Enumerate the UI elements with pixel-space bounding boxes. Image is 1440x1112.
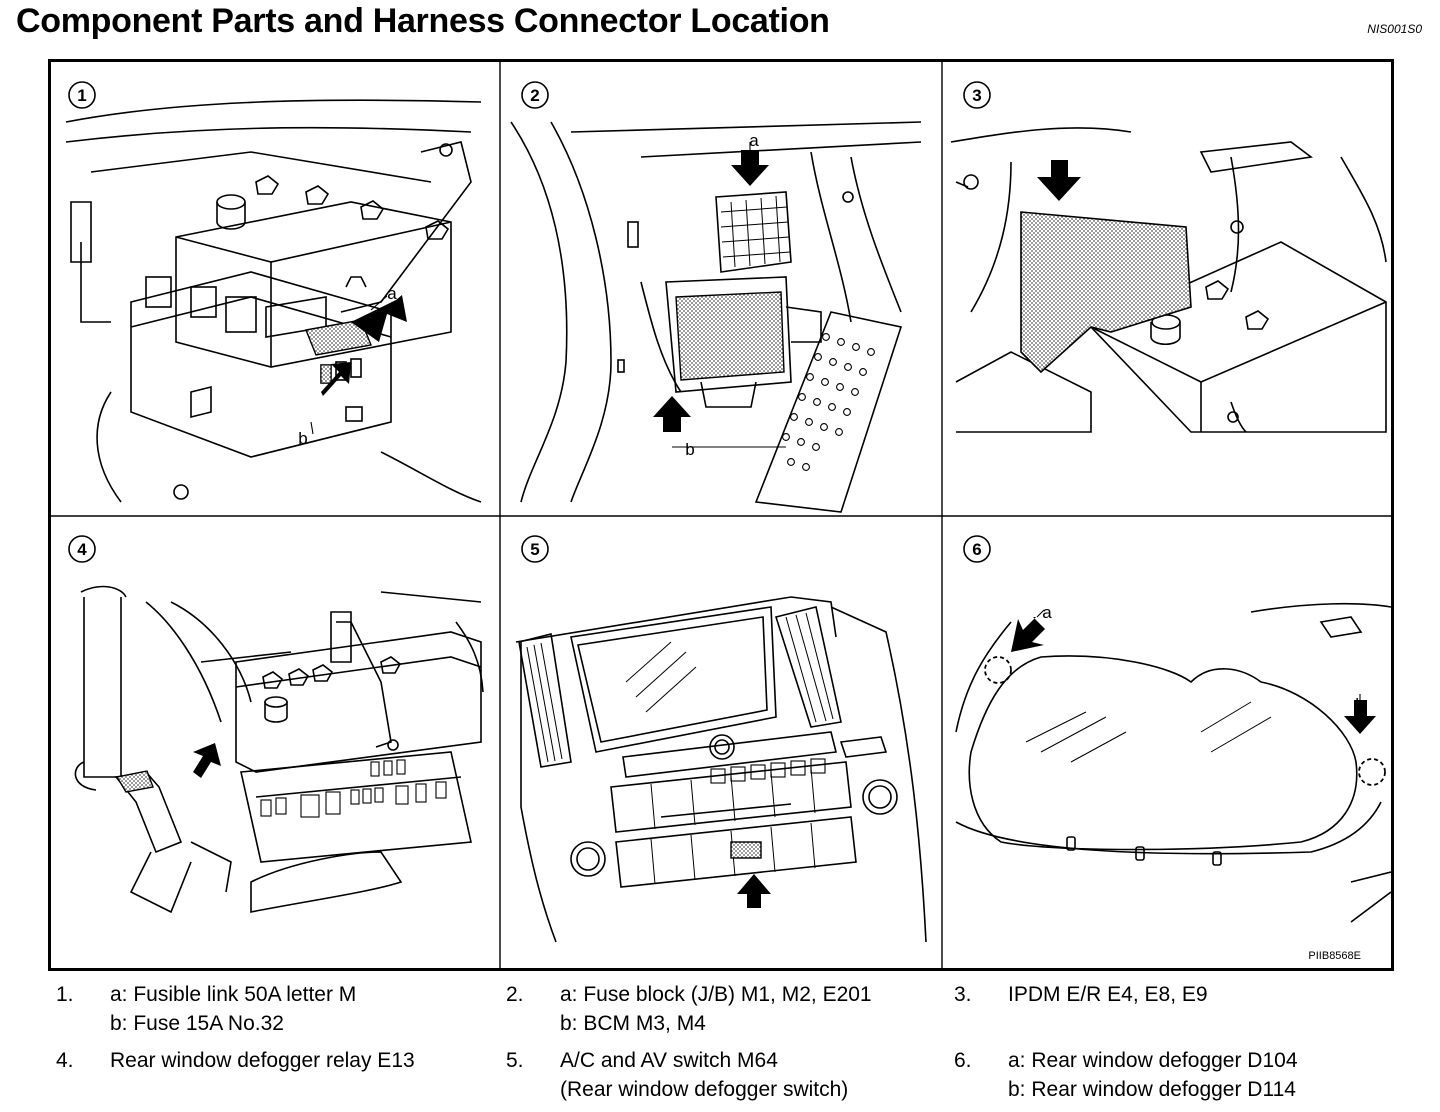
panel-3-drawing <box>950 81 1387 433</box>
panel-2-callout-b: b <box>685 440 694 459</box>
legend-line: IPDM E/R E4, E8, E9 <box>1008 983 1208 1006</box>
panel-6-number: 6 <box>972 540 981 559</box>
panel-5-number: 5 <box>530 540 539 559</box>
legend-text: IPDM E/R E4, E8, E9 <box>1008 980 1208 1009</box>
figure-code: PIIB8568E <box>1308 950 1361 962</box>
panel-5-switch-highlight <box>730 841 762 859</box>
panel-6-callout-b: b <box>1355 695 1364 714</box>
legend-text: Rear window defogger relay E13 <box>110 1046 415 1075</box>
document-code: NIS001S0 <box>1367 22 1422 36</box>
legend-line: A/C and AV switch M64 <box>560 1049 778 1072</box>
legend-number: 1. <box>56 983 74 1006</box>
legend-number: 4. <box>56 1049 74 1072</box>
legend: 1. a: Fusible link 50A letter M b: Fuse … <box>0 978 1440 1112</box>
panel-1-callout-b: b <box>298 429 307 448</box>
legend-number: 3. <box>954 983 972 1006</box>
panel-3-ipdm-highlight <box>1020 211 1192 374</box>
legend-line: Rear window defogger relay E13 <box>110 1049 415 1072</box>
legend-line: a: Fuse block (J/B) M1, M2, E201 <box>560 983 872 1006</box>
panel-5-drawing <box>515 535 927 943</box>
legend-text: a: Fuse block (J/B) M1, M2, E201 b: BCM … <box>560 980 872 1038</box>
panel-1-fuse-highlight <box>305 319 372 384</box>
panel-1-drawing <box>65 81 482 503</box>
legend-text: A/C and AV switch M64 (Rear window defog… <box>560 1046 848 1104</box>
legend-line: a: Fusible link 50A letter M <box>110 983 357 1006</box>
legend-number: 5. <box>506 1049 524 1072</box>
callout-arrows <box>193 150 1376 908</box>
panel-2-drawing <box>510 81 922 513</box>
connector-a-marker <box>984 656 1012 684</box>
legend-line: b: Rear window defogger D114 <box>1008 1078 1296 1101</box>
panel-4-number: 4 <box>77 540 87 559</box>
component-location-diagram: 1 2 3 4 5 6 a b a b a b <box>51 62 1391 968</box>
panel-4-relay-highlight <box>115 770 154 793</box>
panel-2-number: 2 <box>530 86 539 105</box>
legend-text: a: Rear window defogger D104 b: Rear win… <box>1008 1046 1298 1104</box>
connector-b-marker <box>1358 758 1386 786</box>
panel-2-callout-a: a <box>749 131 759 150</box>
figure-frame: 1 2 3 4 5 6 a b a b a b PIIB8568E <box>48 59 1394 971</box>
legend-line: a: Rear window defogger D104 <box>1008 1049 1298 1072</box>
callout-leader-lines <box>310 142 1361 702</box>
panel-6-callout-a: a <box>1042 603 1052 622</box>
legend-number: 6. <box>954 1049 972 1072</box>
legend-number: 2. <box>506 983 524 1006</box>
panel-6-connector-markers <box>984 656 1386 786</box>
panel-1-callout-a: a <box>387 284 397 303</box>
panel-6-drawing <box>955 535 1391 923</box>
panel-2-bcm-highlight <box>675 291 785 381</box>
page-title: Component Parts and Harness Connector Lo… <box>16 2 830 40</box>
panel-3-number: 3 <box>972 86 981 105</box>
legend-line: b: Fuse 15A No.32 <box>110 1012 284 1035</box>
legend-line: b: BCM M3, M4 <box>560 1012 706 1035</box>
panel-4-drawing <box>68 535 484 914</box>
panel-1-number: 1 <box>77 86 86 105</box>
legend-line: (Rear window defogger switch) <box>560 1078 849 1101</box>
legend-text: a: Fusible link 50A letter M b: Fuse 15A… <box>110 980 356 1038</box>
